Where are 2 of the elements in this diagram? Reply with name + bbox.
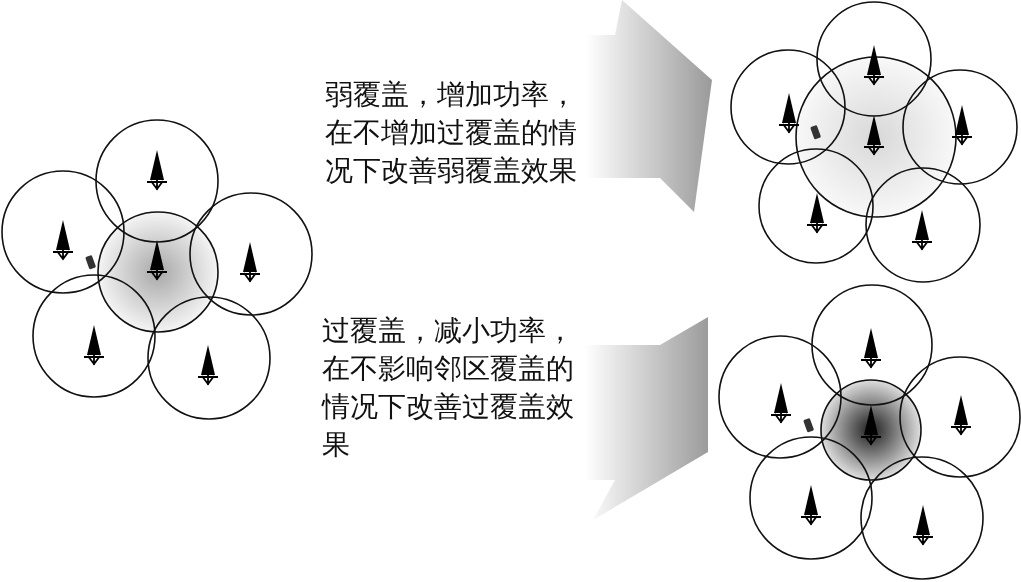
edge-label: 弱覆盖，增加功率，在不增加过覆盖的情况下改善弱覆盖效果 xyxy=(325,78,578,188)
edge-label: 过覆盖，减小功率，在不影响邻区覆盖的情况下改善过覆盖效果 xyxy=(322,314,575,462)
